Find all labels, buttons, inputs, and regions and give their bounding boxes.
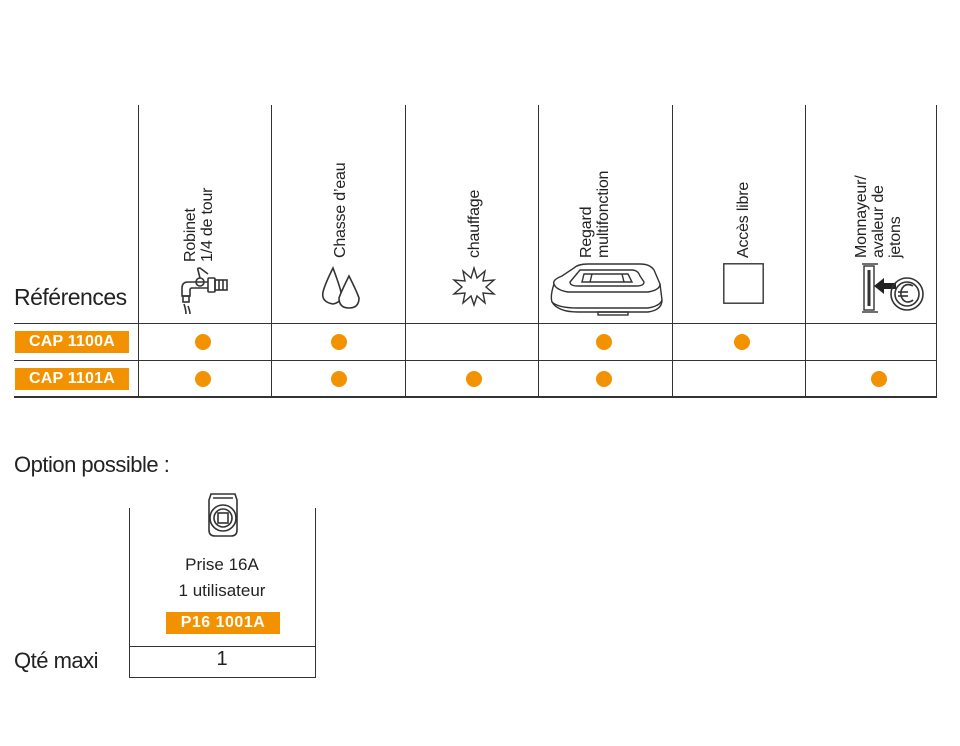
- option-name-line1: Prise 16A: [185, 555, 259, 574]
- multifunction-basin-icon: [550, 263, 663, 316]
- col-divider: [805, 105, 806, 398]
- tap-icon: [181, 267, 228, 315]
- option-name-line2: 1 utilisateur: [178, 581, 266, 600]
- socket-icon: [208, 493, 238, 537]
- row-divider: [14, 323, 937, 324]
- option-bottom-border: [129, 677, 316, 678]
- availability-dot: [734, 334, 750, 350]
- availability-dot: [871, 371, 887, 387]
- option-right-border: [315, 508, 316, 678]
- availability-dot: [195, 371, 211, 387]
- column-header-heating: chauffage: [466, 189, 483, 258]
- col-divider: [405, 105, 406, 398]
- col-divider: [271, 105, 272, 398]
- availability-dot: [596, 334, 612, 350]
- reference-badge-cap-1101a: CAP 1101A: [15, 368, 129, 390]
- open-access-square-icon: [723, 263, 764, 304]
- heating-star-icon: [451, 265, 497, 308]
- availability-dot: [596, 371, 612, 387]
- availability-dot: [195, 334, 211, 350]
- water-drops-icon: [321, 266, 360, 309]
- option-reference-badge: P16 1001A: [166, 612, 280, 634]
- col-divider: [672, 105, 673, 398]
- col-divider: [138, 105, 139, 398]
- reference-badge-cap-1100a: CAP 1100A: [15, 331, 129, 353]
- availability-dot: [466, 371, 482, 387]
- option-title: Option possible :: [14, 452, 170, 477]
- availability-dot: [331, 371, 347, 387]
- col-divider: [936, 105, 937, 398]
- column-header-free-access: Accès libre: [735, 181, 752, 258]
- col-divider: [538, 105, 539, 398]
- option-left-border: [129, 508, 130, 678]
- qty-max-label: Qté maxi: [14, 648, 99, 673]
- option-row-divider: [129, 646, 316, 647]
- references-label: Références: [14, 284, 127, 310]
- row-divider: [14, 396, 937, 398]
- coin-acceptor-euro-icon: [862, 263, 924, 313]
- column-header-flush: Chasse d’eau: [332, 162, 349, 258]
- row-divider: [14, 360, 937, 361]
- qty-max-value: 1: [216, 648, 228, 670]
- availability-dot: [331, 334, 347, 350]
